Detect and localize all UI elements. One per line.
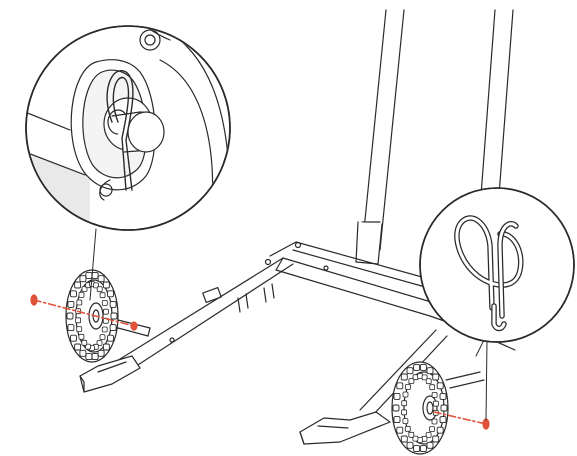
tread-block [91, 271, 99, 279]
tread-block [400, 435, 408, 443]
tread-block [401, 400, 408, 407]
tread-block [412, 435, 419, 442]
tread-block [406, 367, 414, 375]
tread-block [392, 404, 400, 412]
linch-pin-marker-left [30, 294, 138, 331]
tread-block [76, 299, 83, 306]
tread-block [396, 382, 404, 390]
tread-block [109, 300, 117, 308]
tread-block [109, 324, 117, 332]
tread-block [76, 326, 83, 333]
tread-block [74, 281, 82, 289]
tread-block [91, 353, 99, 361]
tread-block [85, 343, 91, 350]
tread-block [67, 300, 75, 308]
tread-block [401, 409, 408, 416]
tread-block [400, 373, 408, 381]
tread-block [75, 317, 81, 324]
tread-block [431, 418, 438, 425]
tread-block [99, 334, 106, 341]
tread-block [432, 400, 439, 407]
tread-block [421, 374, 428, 381]
tread-block [402, 391, 409, 398]
tread-block [419, 363, 427, 371]
tread-block [432, 435, 440, 443]
tread-block [440, 404, 448, 412]
tread-block [408, 378, 415, 384]
tread-block [406, 441, 414, 449]
tread-block [107, 334, 114, 342]
tread-block [426, 367, 434, 375]
tread-block [103, 308, 109, 315]
tread-block [78, 333, 85, 340]
tread-block [97, 275, 105, 283]
tread-block [402, 418, 409, 425]
tread-block [96, 340, 103, 346]
tread-block [431, 391, 438, 398]
tread-block [79, 349, 87, 357]
tread-block [110, 312, 118, 320]
tread-block [93, 282, 99, 289]
tread-block [396, 426, 404, 434]
tread-block [425, 378, 432, 385]
tread-block [102, 343, 110, 351]
tread-block [413, 363, 421, 371]
detail-callout-right [419, 187, 575, 343]
linch-pin-icon [454, 215, 524, 332]
tread-block [96, 286, 103, 293]
tread-block [85, 353, 93, 361]
tread-block [81, 286, 88, 292]
tread-block [81, 339, 88, 346]
left-wheel-icon [65, 269, 119, 363]
tread-block [405, 383, 411, 390]
tread-block [70, 290, 77, 298]
tread-block [436, 426, 444, 434]
detail-callout-left [25, 25, 231, 231]
tread-block [408, 431, 415, 438]
tread-block [74, 343, 82, 351]
tread-block [97, 349, 105, 357]
tread-block [70, 334, 77, 342]
tread-block [419, 445, 427, 453]
tread-block [78, 291, 85, 298]
tread-block [413, 445, 421, 453]
tread-block [429, 384, 436, 391]
tread-block [66, 312, 74, 320]
left-foot-icon [79, 355, 141, 393]
callout-axis-lines [33, 299, 487, 425]
tread-block [436, 382, 444, 390]
handle-icon [355, 9, 514, 265]
tread-block [439, 416, 447, 424]
tread-block [85, 271, 93, 279]
tread-block [79, 275, 87, 283]
tread-block [99, 292, 106, 299]
tread-block [101, 326, 108, 333]
tread-block [107, 290, 114, 298]
leader-lines [89, 228, 488, 421]
tread-block [439, 392, 447, 400]
tread-block [425, 432, 432, 438]
right-wheel-icon [391, 361, 449, 455]
tread-block [393, 392, 401, 400]
tread-block [432, 373, 440, 381]
tread-block [393, 416, 401, 424]
tread-block [101, 299, 108, 306]
tread-block [67, 324, 75, 332]
right-foot-icon [299, 411, 391, 445]
tread-block [102, 281, 110, 289]
tread-block [426, 441, 434, 449]
axle-icon [117, 319, 485, 389]
tread-block [404, 425, 411, 432]
tread-block [429, 426, 435, 433]
